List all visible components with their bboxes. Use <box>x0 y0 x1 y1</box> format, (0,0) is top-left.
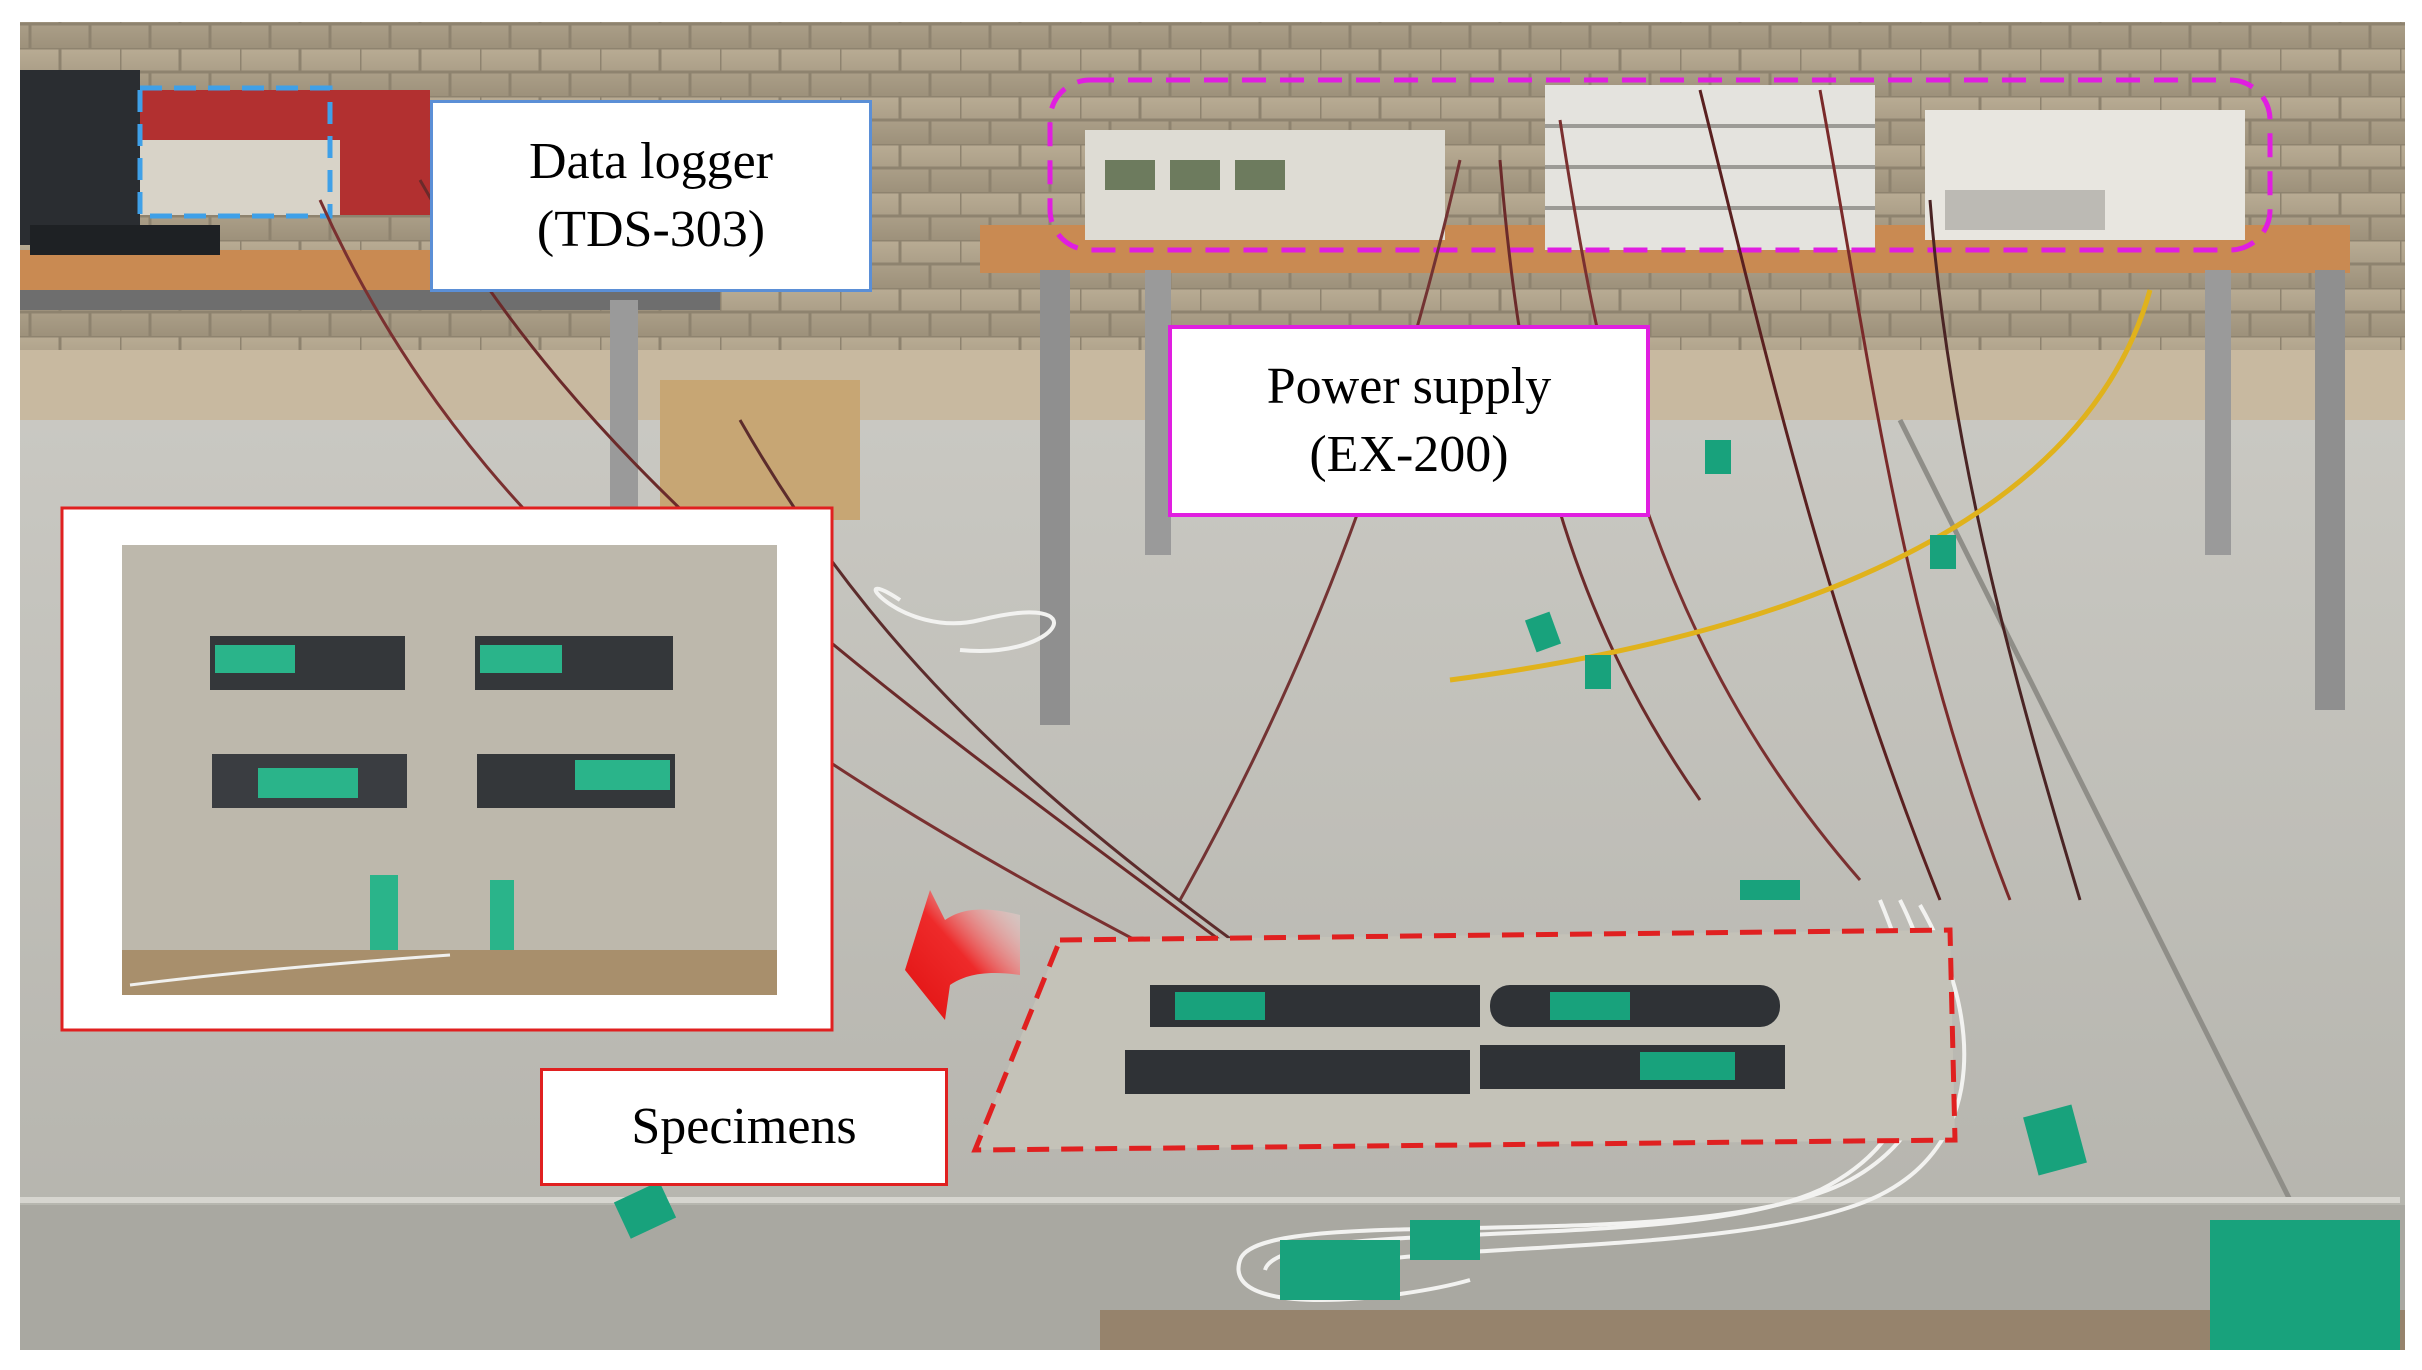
data-logger-callout: Data logger (TDS-303) <box>430 100 872 292</box>
specimen-2 <box>1490 985 1780 1027</box>
display-2 <box>1170 160 1220 190</box>
vent-grille <box>1945 190 2105 230</box>
specimen-slab <box>971 927 1958 1153</box>
specimen-3 <box>1125 1050 1470 1094</box>
slab-joint <box>1897 418 2293 1202</box>
data-logger-highlight <box>137 85 333 219</box>
specimen-closeup-inset <box>60 506 834 1032</box>
power-supply-model: (EX-200) <box>1309 426 1509 483</box>
power-supply-callout: Power supply (EX-200) <box>1168 325 1650 517</box>
specimen-1-tape <box>1175 992 1265 1020</box>
specimen-4 <box>1480 1045 1785 1089</box>
cardboard-box <box>660 380 860 520</box>
red-curved-arrow-icon <box>905 890 1020 1020</box>
right-table-leg-3 <box>2205 270 2231 555</box>
dirt <box>1100 1310 2405 1350</box>
green-tape-marks <box>613 440 2400 1350</box>
specimen-2-tape <box>1550 992 1630 1020</box>
right-table-leg-4 <box>2315 270 2345 710</box>
power-supply-highlight <box>1047 77 2273 253</box>
right-table-leg-1 <box>1040 270 1070 725</box>
specimen-4-tape <box>1640 1052 1735 1080</box>
yellow-cable <box>1449 289 2153 683</box>
power-supply-label: Power supply <box>1266 358 1552 416</box>
specimens-label: Specimens <box>631 1098 857 1156</box>
specimens-callout: Specimens <box>540 1068 948 1186</box>
laptop <box>20 70 140 245</box>
photo <box>20 22 2405 1350</box>
laptop-keyboard <box>30 225 220 255</box>
data-logger-model: (TDS-303) <box>536 201 766 258</box>
display-3 <box>1235 160 1285 190</box>
specimens-highlight <box>971 927 1958 1153</box>
data-logger-label: Data logger <box>528 133 773 191</box>
right-table-leg-2 <box>1145 270 1171 555</box>
data-logger-panel <box>140 140 340 215</box>
inset-ground <box>122 950 777 995</box>
left-table-leg <box>610 300 638 510</box>
display-1 <box>1105 160 1155 190</box>
